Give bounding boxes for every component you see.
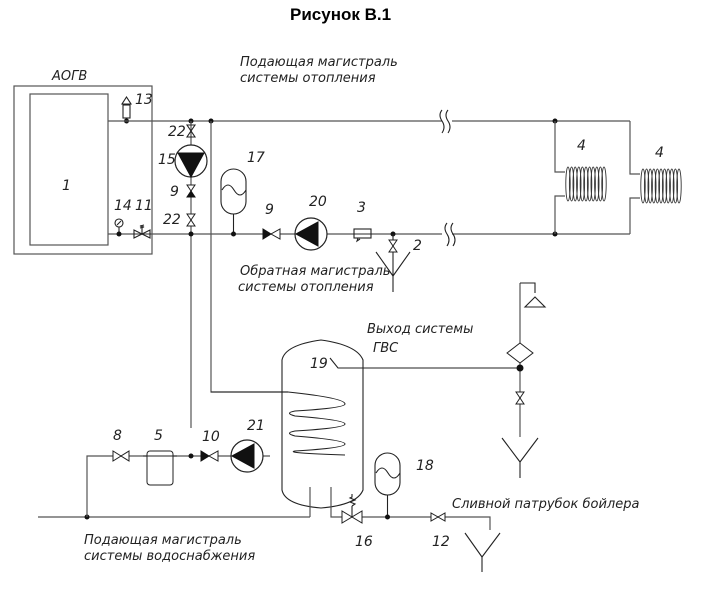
boiler-drain-funnel-icon	[464, 532, 501, 572]
expansion-tank-17-icon	[220, 168, 247, 234]
return-heating-label-line2: системы отопления	[238, 280, 374, 295]
aogv-label: АОГВ	[51, 69, 87, 84]
hw-out-label-line1: Выход системы	[367, 322, 473, 337]
pos-21-label: 21	[247, 418, 265, 434]
radiator-section	[647, 168, 653, 204]
boiler-drain-line	[330, 487, 491, 530]
safety-valve-16-icon	[341, 494, 363, 524]
radiator-section	[576, 166, 582, 202]
filter-3-icon	[353, 228, 372, 243]
pos-22-top-label: 22	[168, 124, 186, 140]
figure-title: Рисунок В.1	[290, 5, 391, 24]
pos-8-label: 8	[113, 428, 122, 444]
radiator-section	[654, 168, 661, 204]
pump-15-icon	[174, 144, 208, 179]
radiator-section	[568, 166, 575, 202]
pos-13-label: 13	[135, 92, 153, 108]
radiator-section	[594, 166, 600, 202]
radiator-4-b-icon	[640, 168, 682, 204]
pos-2-label: 2	[413, 238, 422, 254]
hw-out-label-line2: ГВС	[373, 341, 399, 356]
water-supply-label-line2: системы водоснабжения	[84, 549, 255, 564]
radiator-section	[565, 166, 571, 202]
pump-21-icon	[230, 439, 264, 473]
boiler-drain-label: Сливной патрубок бойлера	[452, 497, 639, 512]
pos-4-b-label: 4	[655, 145, 664, 161]
radiator-section	[669, 168, 675, 204]
water-supply-label-line1: Подающая магистраль	[84, 533, 242, 548]
filter-5-icon	[143, 450, 177, 486]
pos-18-label: 18	[416, 458, 434, 474]
pos-20-label: 20	[309, 194, 327, 210]
pos-17-label: 17	[247, 150, 265, 166]
return-heating-label-line1: Обратная магистраль	[240, 264, 390, 279]
radiator-section	[643, 168, 650, 204]
valve-22-bottom-icon	[186, 213, 196, 227]
radiator-section	[579, 166, 586, 202]
radiator-section	[665, 168, 671, 204]
pos-4-a-label: 4	[577, 138, 586, 154]
expansion-tank-18-icon	[374, 452, 401, 517]
radiator-section	[590, 166, 596, 202]
radiator-section	[583, 166, 589, 202]
pos-22-bottom-label: 22	[163, 212, 181, 228]
radiator-section	[672, 168, 679, 204]
supply-heating-label-line2: системы отопления	[240, 71, 376, 86]
radiator-section	[586, 166, 593, 202]
pos-10-label: 10	[202, 429, 220, 445]
air-vent-13-icon	[120, 95, 133, 121]
valve-12-icon	[430, 512, 446, 522]
aogv-boiler	[13, 85, 153, 255]
shower-head-icon	[520, 282, 547, 308]
pos-14-label: 14	[114, 198, 132, 214]
hw-drain-funnel-icon	[501, 437, 539, 478]
boiler-tank-19	[211, 339, 520, 509]
safety-valve-11-icon	[133, 224, 151, 239]
radiator-section	[661, 168, 668, 204]
pos-9-horizontal-label: 9	[265, 202, 274, 218]
pos-11-label: 11	[135, 198, 153, 214]
radiator-section	[601, 166, 607, 202]
radiator-section	[640, 168, 646, 204]
pos-9-vertical-label: 9	[170, 184, 179, 200]
pos-16-label: 16	[355, 534, 373, 550]
pos-15-label: 15	[158, 152, 176, 168]
pump-20-icon	[294, 217, 328, 251]
pos-19-label: 19	[310, 356, 328, 372]
valve-22-top-icon	[185, 124, 197, 138]
supply-heating-label-line1: Подающая магистраль	[240, 55, 398, 70]
hw-valve-icon	[515, 391, 525, 405]
pos-3-label: 3	[357, 200, 366, 216]
check-valve-10-icon	[200, 450, 219, 462]
drain-valve-2-icon	[375, 234, 411, 292]
check-valve-9-horizontal-icon	[262, 228, 281, 240]
radiator-4-a-icon	[565, 166, 607, 202]
radiator-section	[658, 168, 664, 204]
radiator-section	[597, 166, 604, 202]
radiator-section	[676, 168, 682, 204]
pos-12-label: 12	[432, 534, 450, 550]
pos-5-label: 5	[154, 428, 163, 444]
radiator-section	[651, 168, 657, 204]
radiator-section	[572, 166, 578, 202]
check-valve-9-vertical-icon	[186, 184, 196, 198]
filter-hw-icon	[506, 342, 534, 364]
pos-1-label: 1	[62, 178, 71, 194]
valve-8-icon	[112, 450, 130, 462]
